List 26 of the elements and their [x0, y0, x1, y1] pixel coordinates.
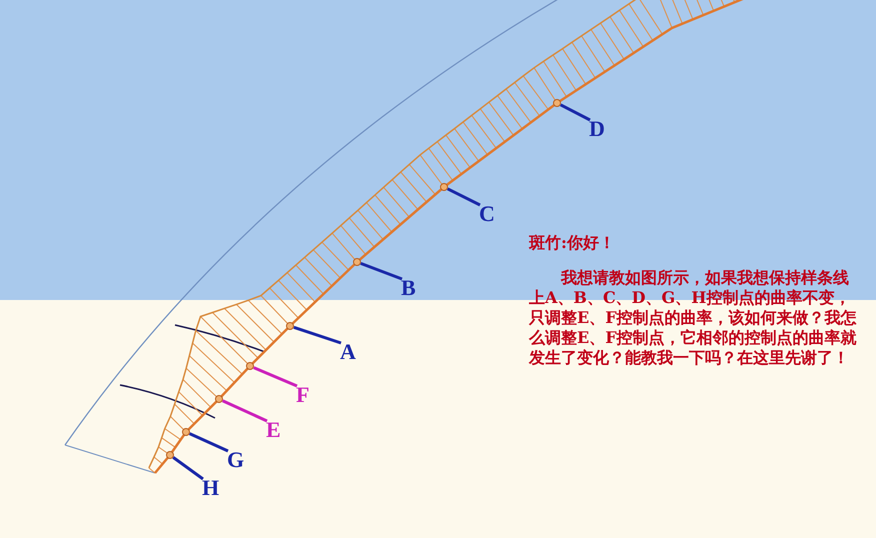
control-point: [166, 451, 174, 459]
leader-line: [360, 262, 403, 280]
callout-letter: G: [227, 449, 244, 471]
leader-line: [446, 187, 481, 206]
callout-letter: E: [266, 419, 281, 441]
control-point: [246, 362, 254, 370]
callout-letter: B: [401, 277, 416, 299]
callout-letter: C: [479, 203, 495, 225]
callout-letter: H: [202, 477, 220, 499]
leader-line: [253, 366, 298, 388]
greeting-text: 斑竹:你好！: [529, 233, 616, 253]
leader-line: [188, 432, 229, 452]
callout-letter: F: [296, 384, 310, 406]
control-point: [286, 322, 294, 330]
leader-line: [560, 103, 591, 122]
control-point: [553, 99, 561, 107]
control-point: [215, 395, 223, 403]
leader-line: [172, 456, 204, 480]
leader-line: [222, 399, 268, 422]
control-point: [182, 428, 190, 436]
leader-line: [293, 326, 342, 344]
callout-letter: D: [589, 118, 605, 140]
control-point: [353, 258, 361, 266]
control-point: [440, 183, 448, 191]
callout-letter: A: [340, 341, 356, 363]
question-paragraph: 我想请教如图所示，如果我想保持样条线上A、B、C、D、G、H控制点的曲率不变，只调整E、F控制点的曲率，该如何来做？我怎么调整E、F控制点，它相邻的控制点的曲率就发生了变化？能教我一下吗？在这里先谢了！: [529, 268, 858, 368]
